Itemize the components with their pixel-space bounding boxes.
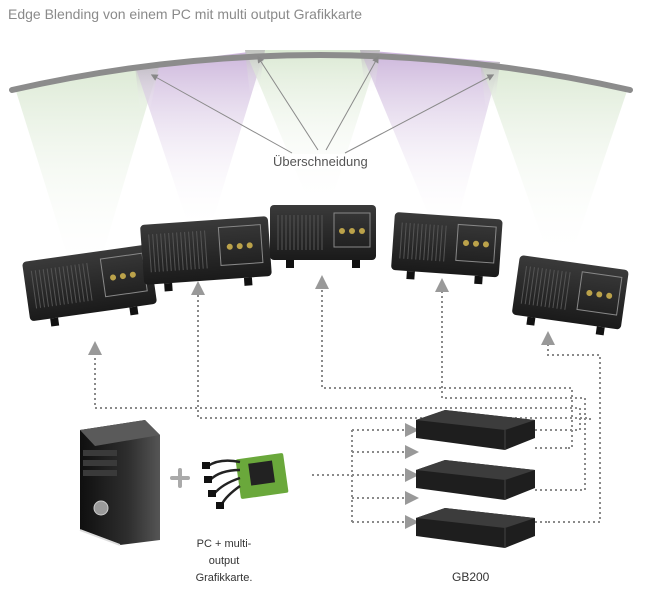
beam-2 — [135, 50, 265, 230]
beam-4 — [360, 50, 500, 230]
overlap-zone-1 — [135, 62, 160, 110]
gb200-unit-1 — [416, 410, 535, 450]
connection-projector-2 — [191, 281, 591, 420]
gb200-unit-3 — [416, 508, 535, 548]
beam-3 — [245, 50, 380, 205]
projector-1 — [22, 244, 157, 327]
overlap-arrow-3 — [325, 55, 379, 151]
plus-icon — [170, 468, 190, 488]
connection-projector-4 — [435, 278, 586, 491]
overlap-arrows — [150, 55, 495, 154]
overlap-arrow-2 — [257, 55, 319, 151]
pc-tower — [79, 420, 160, 546]
connection-projector-5 — [541, 331, 601, 523]
projector-2 — [140, 216, 272, 292]
gb200-unit-2 — [416, 460, 535, 500]
curved-screen — [9, 52, 633, 93]
graphics-card — [202, 453, 289, 509]
projector-4 — [391, 212, 503, 285]
projector-5 — [512, 255, 629, 336]
overlap-label: Überschneidung — [271, 154, 370, 169]
signal-connections — [88, 275, 601, 529]
pc-label-line-1: PC + multi- — [196, 538, 252, 550]
gb200-label: GB200 — [452, 570, 490, 584]
pc-label-line-3: Grafikkarte. — [195, 572, 253, 584]
beam-5 — [480, 62, 628, 260]
projector-3 — [270, 205, 376, 268]
pc-label: PC + multi- output Grafikkarte. — [188, 536, 260, 587]
overlap-zone-4 — [480, 62, 500, 110]
pc-label-line-2: output — [208, 555, 240, 567]
overlap-arrow-4 — [344, 74, 495, 154]
overlap-arrow-1 — [150, 74, 293, 154]
diagram-title: Edge Blending von einem PC mit multi out… — [8, 6, 363, 22]
beam-1 — [15, 62, 160, 280]
